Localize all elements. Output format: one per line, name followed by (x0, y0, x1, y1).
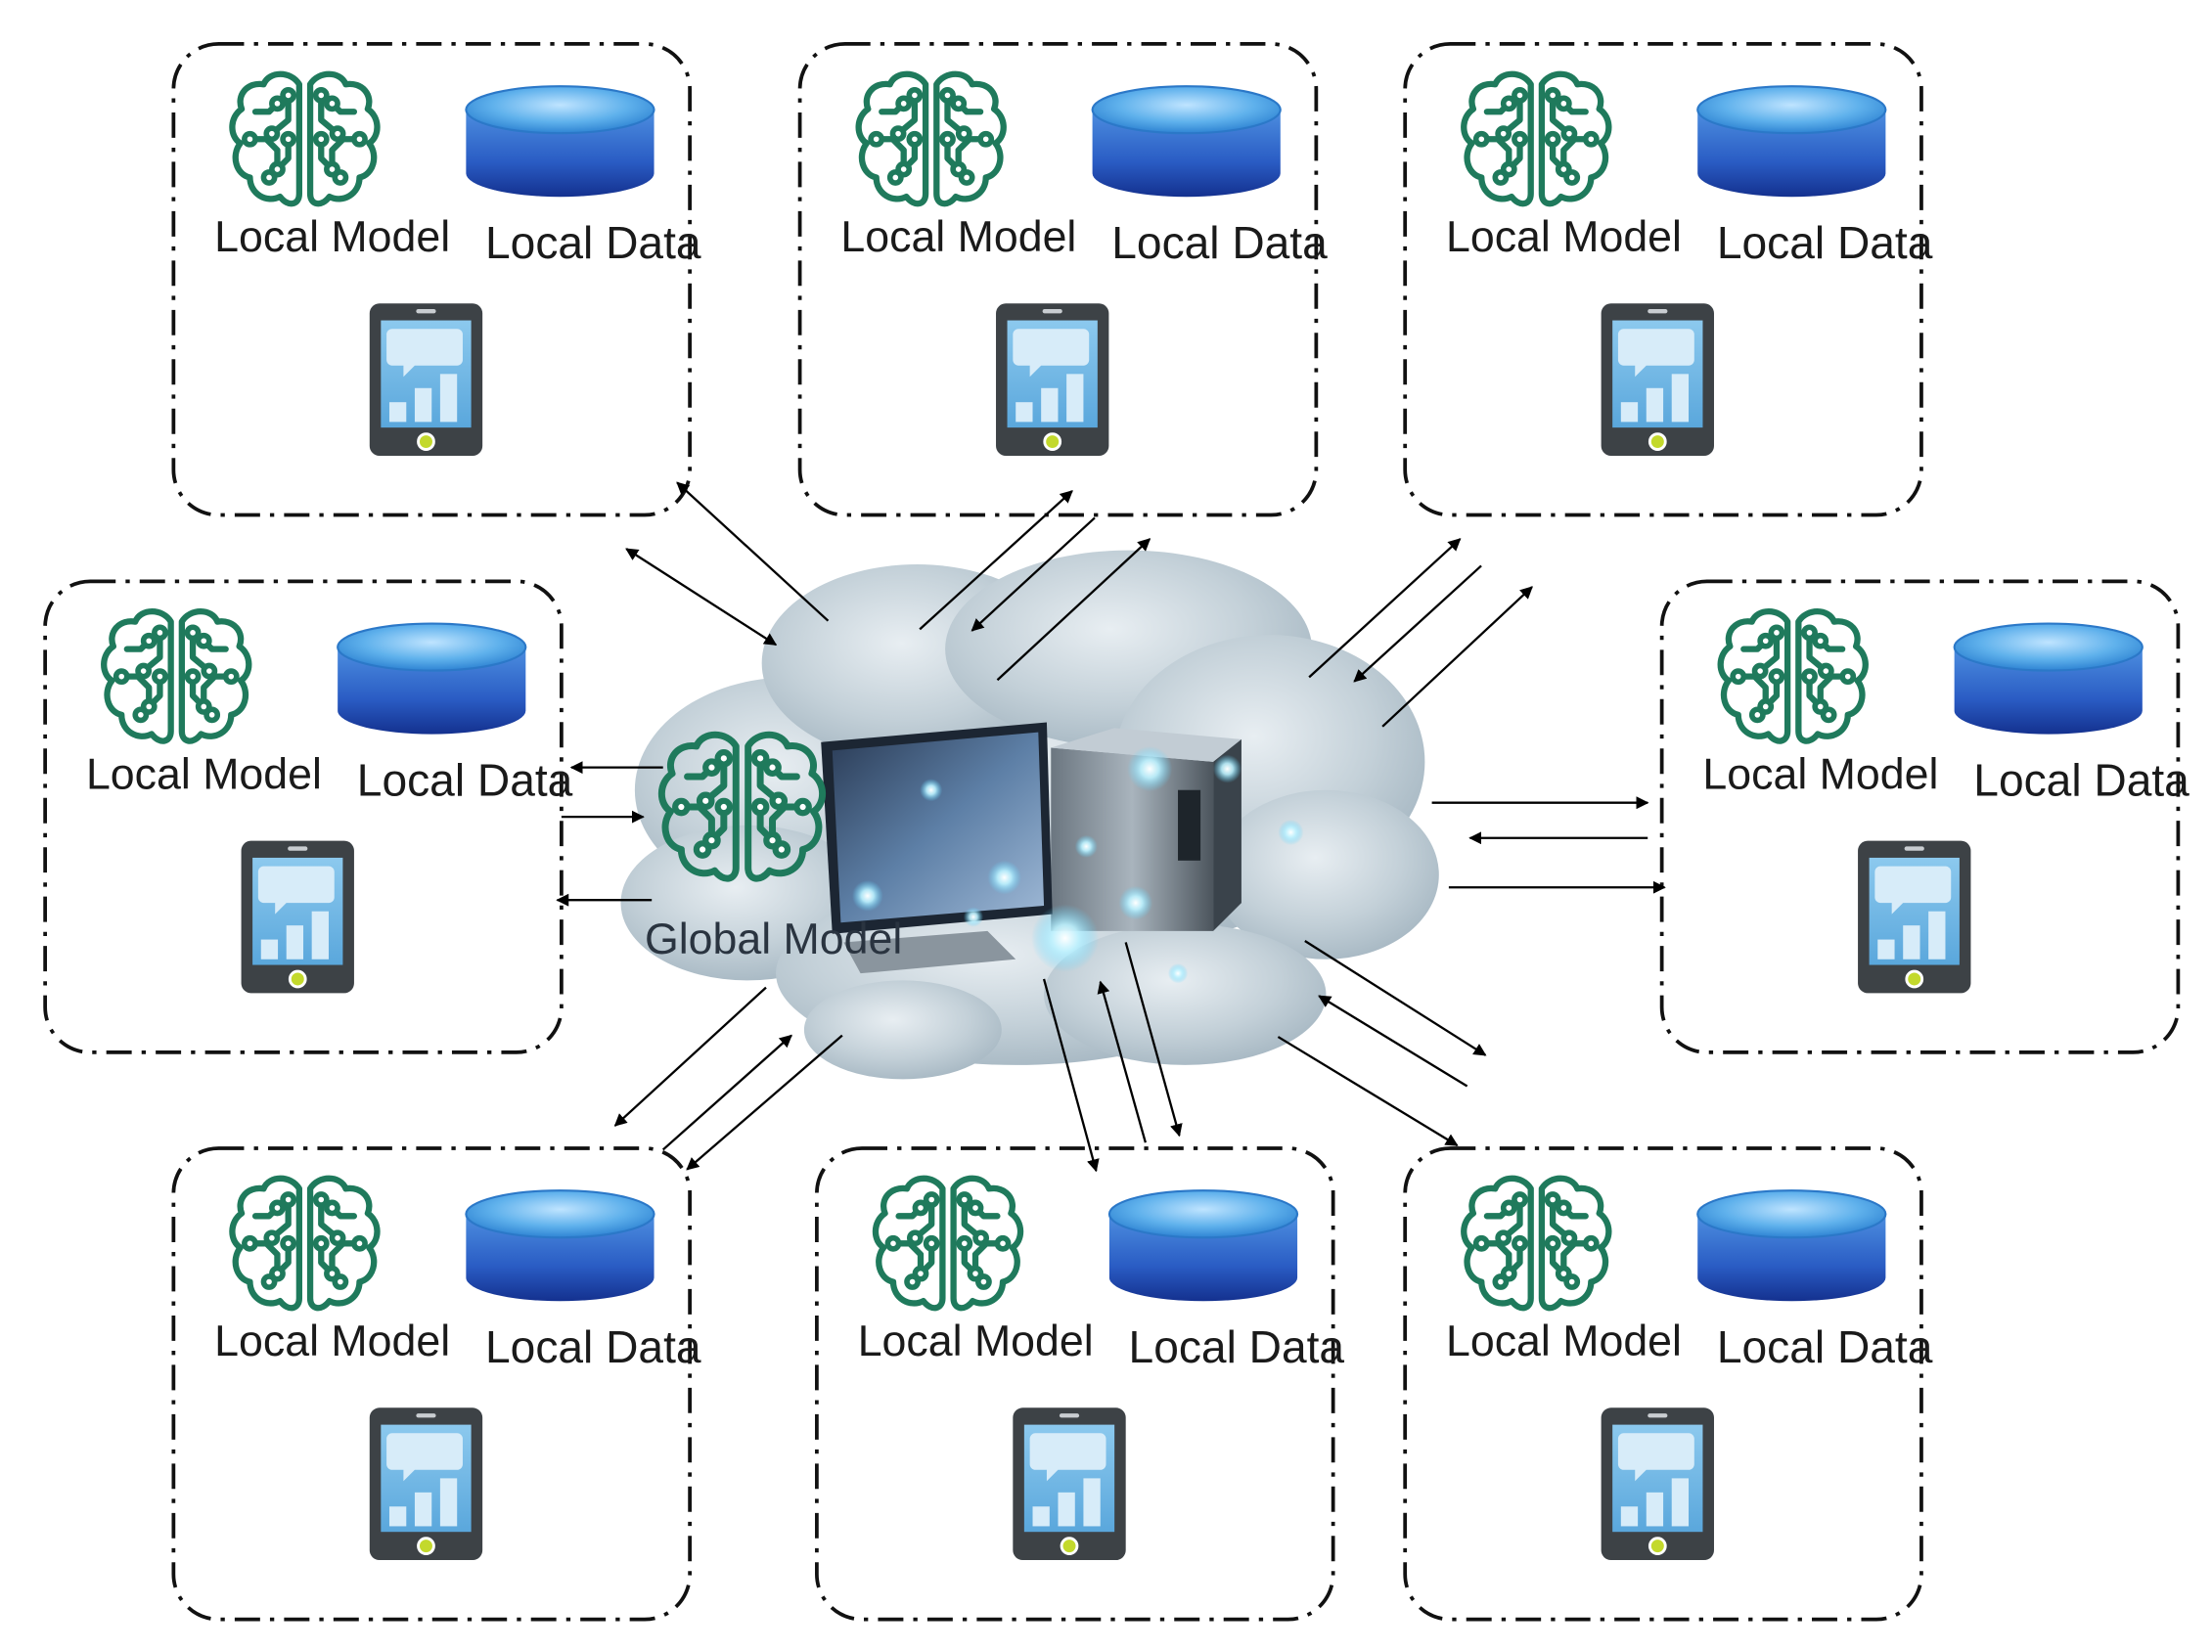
client-boundary (43, 579, 564, 1054)
arrow (1308, 538, 1462, 679)
communication-arrows (556, 481, 1666, 1173)
network-glow (851, 746, 1304, 984)
local-model-label: Local Model (214, 213, 450, 261)
client-boundary (815, 1146, 1335, 1622)
local-model-label: Local Model (86, 750, 322, 798)
database-icon (465, 85, 655, 199)
arrow (1042, 978, 1100, 1173)
brain-circuit-icon (1721, 611, 1866, 740)
database-icon (1091, 85, 1282, 199)
arrow (1097, 980, 1147, 1143)
local-data-label: Local Data (1717, 217, 1933, 268)
local-model-label: Local Model (1446, 213, 1682, 261)
arrow (676, 481, 830, 622)
smartphone-icon (368, 1406, 484, 1562)
client-node-bottom-center: Local Model Local Data (815, 1146, 1345, 1622)
brain-circuit-icon (1464, 1179, 1608, 1308)
database-icon (1107, 1189, 1299, 1303)
client-node-middle-right: Local Model Local Data (1659, 579, 2189, 1054)
arrow (661, 1034, 792, 1151)
cloud-server: Global Model (620, 550, 1439, 1080)
local-model-label: Local Model (214, 1317, 450, 1365)
arrow (919, 490, 1073, 631)
local-data-label: Local Data (1111, 217, 1328, 268)
smartphone-icon (1011, 1406, 1128, 1562)
client-node-bottom-left: Local Model Local Data (171, 1146, 701, 1622)
brain-circuit-icon (876, 1179, 1020, 1308)
local-data-label: Local Data (1973, 754, 2189, 805)
smartphone-icon (368, 301, 484, 458)
brain-circuit-icon (232, 74, 377, 203)
brain-circuit-icon (232, 1179, 377, 1308)
database-icon (337, 622, 527, 736)
arrow (1124, 942, 1183, 1138)
local-model-label: Local Model (858, 1317, 1094, 1365)
local-model-label: Local Model (1446, 1317, 1682, 1365)
arrow (1304, 940, 1487, 1056)
global-model-label: Global Model (645, 915, 902, 963)
client-node-middle-left: Local Model Local Data (43, 579, 573, 1054)
client-boundary (171, 42, 692, 517)
client-node-bottom-right: Local Model Local Data (1403, 1146, 1933, 1622)
local-model-label: Local Model (840, 213, 1076, 261)
database-icon (1696, 85, 1887, 199)
server-tower-icon (1051, 728, 1241, 931)
brain-circuit-icon (859, 74, 1004, 203)
database-icon (1953, 622, 2144, 736)
client-boundary (1403, 42, 1923, 517)
local-data-label: Local Data (485, 217, 701, 268)
local-model-label: Local Model (1702, 750, 1938, 798)
client-node-top-right: Local Model Local Data (1403, 42, 1933, 517)
smartphone-icon (1856, 839, 1972, 995)
smartphone-icon (240, 839, 356, 995)
client-boundary (1659, 579, 2181, 1054)
database-icon (1696, 1189, 1887, 1303)
arrow (996, 538, 1151, 682)
arrow (1318, 995, 1468, 1088)
local-data-label: Local Data (1717, 1321, 1933, 1372)
brain-circuit-icon (104, 611, 248, 740)
local-data-label: Local Data (357, 754, 573, 805)
database-icon (465, 1189, 655, 1303)
local-data-label: Local Data (485, 1321, 701, 1372)
smartphone-icon (994, 301, 1110, 458)
client-node-top-center: Local Model Local Data (797, 42, 1328, 517)
arrow (613, 986, 767, 1127)
smartphone-icon (1600, 301, 1716, 458)
smartphone-icon (1600, 1406, 1716, 1562)
arrow (971, 516, 1096, 632)
brain-circuit-icon (1464, 74, 1608, 203)
local-data-label: Local Data (1129, 1321, 1345, 1372)
client-boundary (1403, 1146, 1923, 1622)
client-boundary (171, 1146, 692, 1622)
arrow (686, 1034, 843, 1171)
client-node-top-left: Local Model Local Data (171, 42, 701, 517)
arrow (1353, 564, 1482, 683)
arrow (1277, 1036, 1459, 1147)
arrow (625, 548, 778, 647)
client-boundary (797, 42, 1319, 517)
arrow (1381, 586, 1533, 728)
